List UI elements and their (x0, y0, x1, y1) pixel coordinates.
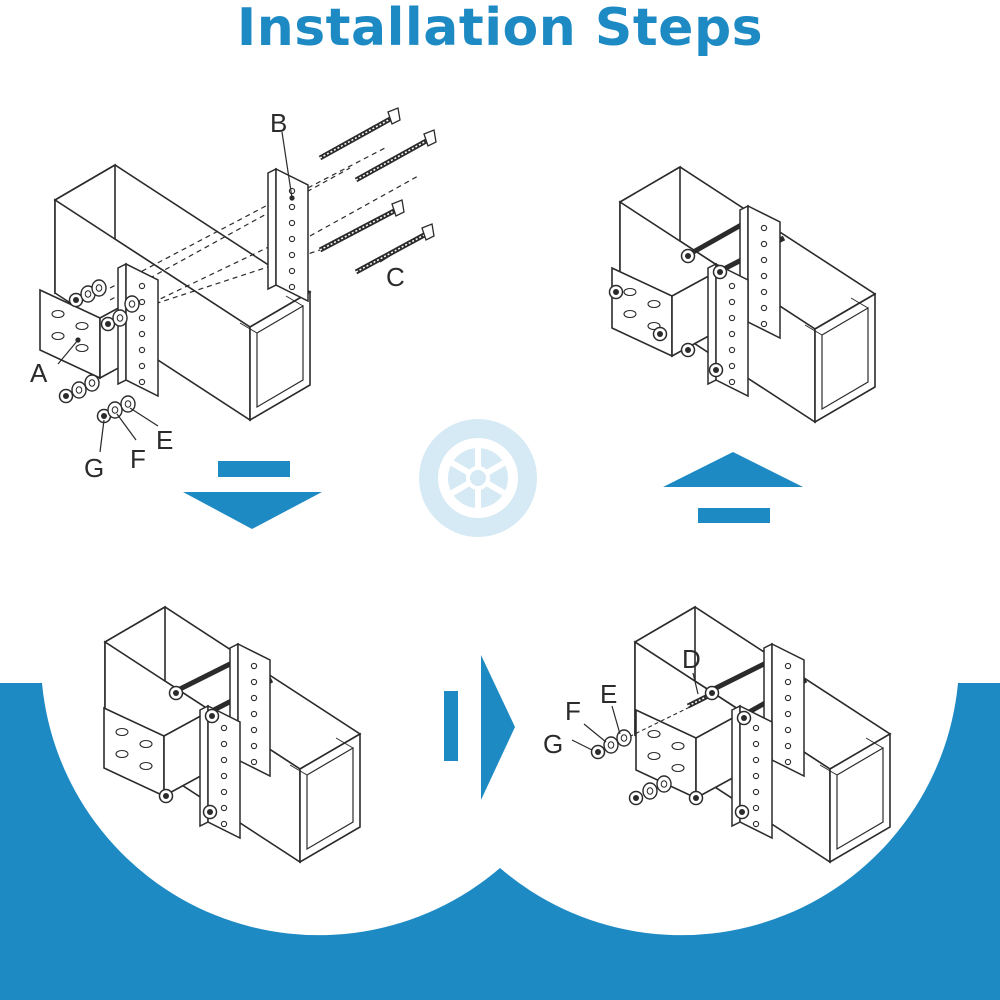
label-g: G (84, 453, 104, 483)
step-2-assembled-view (103, 606, 361, 863)
label-d: D (682, 644, 701, 674)
arrow-right-icon (444, 655, 515, 800)
arrow-up-icon (663, 452, 803, 523)
wheel-icon (419, 419, 537, 537)
step-4-finished-view (608, 166, 876, 423)
label-g-2: G (543, 729, 563, 759)
label-c: C (386, 262, 405, 292)
label-f: F (130, 444, 146, 474)
step-1-exploded-view: B A C E F G (30, 107, 437, 483)
bolts-c (318, 107, 437, 275)
step-3-detail-view: D E F G (543, 606, 891, 863)
arrow-down-icon (183, 461, 322, 529)
label-e: E (156, 425, 173, 455)
label-b: B (270, 108, 287, 138)
page-title: Installation Steps (236, 0, 764, 58)
bottom-blue-band (0, 683, 1000, 1000)
label-e-2: E (600, 679, 617, 709)
label-a: A (30, 358, 48, 388)
label-f-2: F (565, 696, 581, 726)
